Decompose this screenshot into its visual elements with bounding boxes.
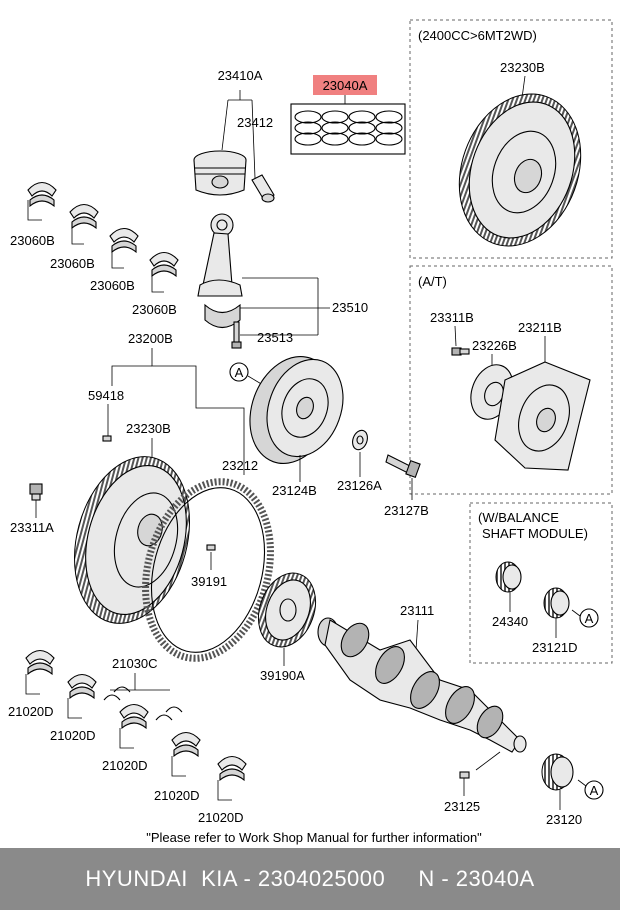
label-23311B: 23311B (430, 310, 474, 325)
ring-set-box (290, 103, 406, 155)
label-39191: 39191 (191, 574, 227, 589)
label-AT: (A/T) (418, 274, 447, 289)
damper-pulley (249, 355, 344, 465)
footer-part-number: HYUNDAI KIA - 2304025000 N - 23040A (85, 866, 535, 891)
label-23513: 23513 (257, 330, 293, 345)
label-21020D-5: 21020D (198, 810, 244, 825)
callout-A-2 (579, 608, 599, 628)
label-23060B-1: 23060B (10, 233, 55, 248)
variant-box-at (409, 265, 613, 495)
footer-bar: HYUNDAI KIA - 2304025000 N - 23040A (0, 848, 620, 910)
label-23230B: 23230B (126, 421, 171, 436)
thrust-washers (103, 686, 183, 721)
reluctor-wheel (257, 572, 317, 648)
callout-A-3 (584, 780, 604, 800)
label-23230B-top: 23230B (500, 60, 545, 75)
label-24340: 24340 (492, 614, 528, 629)
gear-24340 (495, 561, 522, 593)
label-21020D-2: 21020D (50, 728, 96, 743)
parts-diagram: 23040A 23410A 23412 23510 23513 (8, 19, 613, 845)
piston-pin (251, 174, 275, 203)
label-23410A: 23410A (218, 68, 263, 83)
label-23212: 23212 (222, 458, 258, 473)
piston-rings (294, 110, 403, 146)
drive-plate (494, 361, 591, 471)
drive-plate-bolt (451, 347, 470, 356)
label-23127B: 23127B (384, 503, 429, 518)
rod-bearings (27, 181, 179, 278)
label-23311A: 23311A (10, 520, 54, 535)
label-2400cc: (2400CC>6MT2WD) (418, 28, 537, 43)
gear-23121D (543, 587, 570, 619)
label-21020D-4: 21020D (154, 788, 200, 803)
washer (352, 429, 368, 451)
part-23040A-highlight (313, 75, 377, 95)
label-23121D: 23121D (532, 640, 578, 655)
label-23120: 23120 (546, 812, 582, 827)
callout-A-1 (229, 362, 249, 382)
pulley-bolt (385, 454, 421, 478)
dowel-pin (102, 435, 112, 442)
label-21020D-3: 21020D (102, 758, 148, 773)
label-23125: 23125 (444, 799, 480, 814)
variant-box-2400cc (409, 19, 613, 259)
label-23412: 23412 (237, 115, 273, 130)
label-59418: 59418 (88, 388, 124, 403)
label-23126A: 23126A (337, 478, 382, 493)
callout-A-2-text: A (585, 611, 594, 626)
label-39190A: 39190A (260, 668, 305, 683)
label-23111: 23111 (400, 603, 434, 618)
crank-sprocket (541, 753, 574, 791)
rod-bolt (231, 321, 242, 349)
flywheel-bolt (29, 483, 43, 501)
label-wbal-1: (W/BALANCE (478, 510, 559, 525)
label-23510: 23510 (332, 300, 368, 315)
callout-A-3-text: A (590, 783, 599, 798)
label-23040A: 23040A (323, 78, 368, 93)
reluctor-pin (206, 544, 216, 551)
label-21020D-1: 21020D (8, 704, 54, 719)
flywheel-2400cc (458, 93, 582, 247)
label-23200B: 23200B (128, 331, 173, 346)
label-23211B: 23211B (518, 320, 562, 335)
label-wbal-2: SHAFT MODULE) (482, 526, 588, 541)
crankshaft (317, 617, 527, 753)
variant-box-balance (469, 502, 613, 664)
connecting-rod (197, 213, 243, 329)
piston (193, 150, 247, 196)
main-bearings (25, 649, 247, 782)
label-23060B-4: 23060B (132, 302, 177, 317)
flywheel (73, 456, 191, 624)
label-23124B: 23124B (272, 483, 317, 498)
callout-A-1-text: A (235, 365, 244, 380)
label-21030C: 21030C (112, 656, 158, 671)
workshop-note: "Please refer to Work Shop Manual for fu… (146, 830, 482, 845)
crank-key (459, 771, 470, 779)
label-23060B-3: 23060B (90, 278, 135, 293)
label-23060B-2: 23060B (50, 256, 95, 271)
label-23226B: 23226B (472, 338, 517, 353)
ring-gear (142, 478, 274, 662)
